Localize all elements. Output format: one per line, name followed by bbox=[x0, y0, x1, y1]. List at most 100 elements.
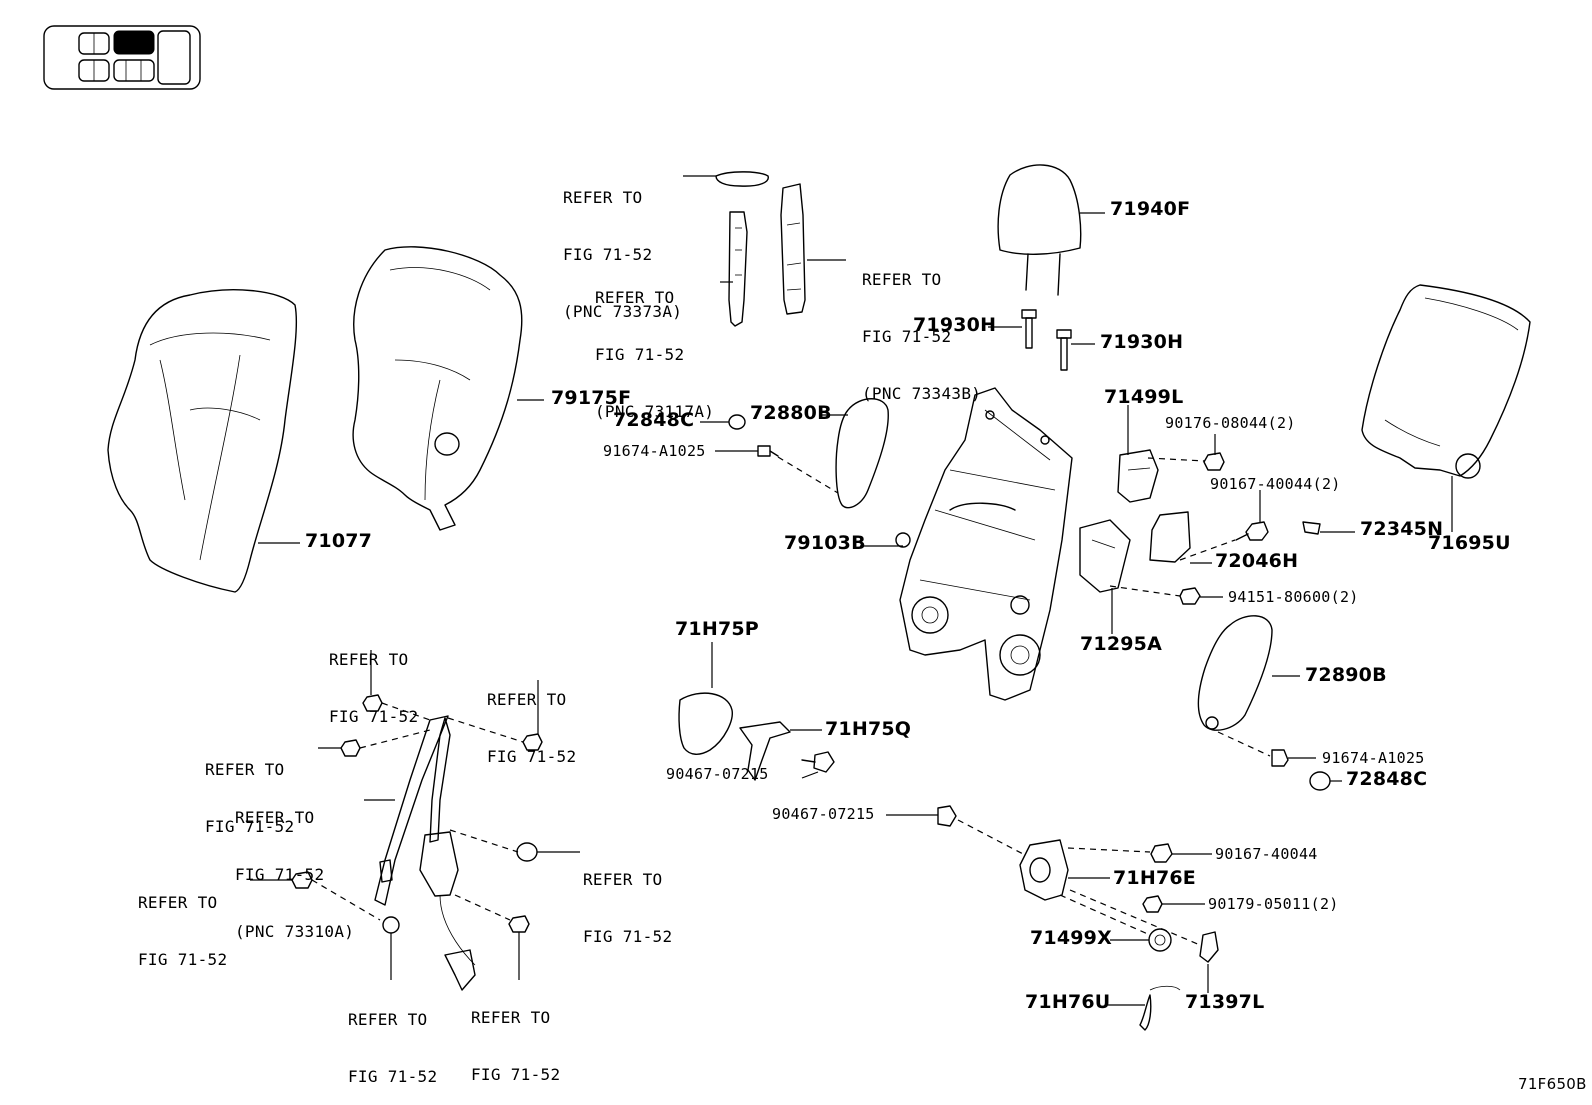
refer-to-label-73373A: REFER TO FIG 71-52 (PNC 73373A) bbox=[563, 150, 682, 340]
part-label-71499X[interactable]: 71499X bbox=[1030, 927, 1112, 949]
ref-line: FIG 71-52 bbox=[563, 245, 653, 264]
back-board-71695U[interactable] bbox=[1361, 284, 1531, 479]
part-label-71H76U[interactable]: 71H76U bbox=[1025, 991, 1111, 1013]
refer-to-label-belt-lower-left: REFER TO FIG 71-52 bbox=[138, 855, 227, 988]
ref-line: (PNC 73373A) bbox=[563, 302, 683, 321]
nut-90179-05011[interactable] bbox=[1142, 895, 1163, 913]
part-label-79103B[interactable]: 79103B bbox=[784, 532, 866, 554]
bolt-90167-40044-2[interactable] bbox=[1235, 521, 1269, 541]
part-label-90167-40044[interactable]: 90167-40044 bbox=[1215, 845, 1318, 863]
seat-belt-assembly-73310A[interactable] bbox=[374, 715, 476, 991]
clip-90467-07215-a[interactable] bbox=[801, 751, 835, 773]
bracket-73343B[interactable] bbox=[780, 183, 806, 315]
bracket-71397L[interactable] bbox=[1199, 931, 1219, 963]
clip-72345N[interactable] bbox=[1302, 521, 1321, 535]
cap-72848C-a[interactable] bbox=[728, 414, 746, 430]
nut-belt-4[interactable] bbox=[516, 842, 538, 862]
bracket-73117A[interactable] bbox=[728, 211, 748, 327]
part-label-71H75Q[interactable]: 71H75Q bbox=[825, 718, 912, 740]
part-label-90179-05011[interactable]: 90179-05011(2) bbox=[1208, 895, 1339, 913]
seatback-cover-71077[interactable] bbox=[107, 289, 298, 593]
ref-line: REFER TO bbox=[595, 288, 675, 307]
part-label-94151-80600[interactable]: 94151-80600(2) bbox=[1228, 588, 1359, 606]
part-label-72880B[interactable]: 72880B bbox=[750, 402, 832, 424]
ref-line: REFER TO bbox=[138, 893, 218, 912]
ref-line: FIG 71-52 bbox=[235, 865, 325, 884]
clip-90467-07215-b[interactable] bbox=[937, 805, 957, 827]
part-label-71H76E[interactable]: 71H76E bbox=[1113, 867, 1196, 889]
ref-line: (PNC 73343B) bbox=[862, 384, 982, 403]
ref-line: FIG 71-52 bbox=[862, 327, 952, 346]
part-label-71H75P[interactable]: 71H75P bbox=[675, 618, 759, 640]
cap-72848C-b[interactable] bbox=[1309, 771, 1331, 791]
part-label-71077[interactable]: 71077 bbox=[305, 530, 373, 552]
part-label-71940F[interactable]: 71940F bbox=[1110, 198, 1191, 220]
part-label-90467-07215-b[interactable]: 90467-07215 bbox=[772, 805, 875, 823]
nut-94151-80600[interactable] bbox=[1179, 587, 1201, 605]
refer-to-label-73117A: REFER TO FIG 71-52 (PNC 73117A) bbox=[595, 250, 714, 440]
part-label-72848C-a[interactable]: 72848C bbox=[613, 409, 695, 431]
ref-line: FIG 71-52 bbox=[329, 707, 419, 726]
ref-line: (PNC 73117A) bbox=[595, 402, 715, 421]
part-label-91674-A1025-a[interactable]: 91674-A1025 bbox=[603, 442, 706, 460]
ref-line: REFER TO bbox=[205, 760, 285, 779]
ref-line: REFER TO bbox=[329, 650, 409, 669]
refer-to-label-belt-top: REFER TO FIG 71-52 bbox=[329, 612, 418, 745]
ref-line: FIG 71-52 bbox=[487, 747, 577, 766]
ref-line: REFER TO bbox=[862, 270, 942, 289]
part-label-72890B[interactable]: 72890B bbox=[1305, 664, 1387, 686]
seat-position-locator-icon bbox=[43, 25, 201, 90]
refer-to-label-73310A: REFER TO FIG 71-52 (PNC 73310A) bbox=[235, 770, 354, 960]
cover-71H75P[interactable] bbox=[678, 692, 733, 755]
part-label-72848C-b[interactable]: 72848C bbox=[1346, 768, 1428, 790]
refer-to-label-73343B: REFER TO FIG 71-52 (PNC 73343B) bbox=[862, 232, 981, 422]
nut-90176-08044[interactable] bbox=[1203, 452, 1225, 471]
cable-71H76U[interactable] bbox=[1139, 985, 1181, 1031]
screw-91674-A1025-b[interactable] bbox=[1271, 749, 1289, 767]
part-label-71695U[interactable]: 71695U bbox=[1428, 532, 1511, 554]
nut-71499X[interactable] bbox=[1148, 928, 1172, 952]
part-label-71397L[interactable]: 71397L bbox=[1185, 991, 1265, 1013]
bolt-90167-40044[interactable] bbox=[1150, 843, 1173, 863]
ref-line: REFER TO bbox=[583, 870, 663, 889]
headrest-guide-71930H-b[interactable] bbox=[1056, 329, 1072, 371]
bracket-71H75Q[interactable] bbox=[739, 721, 791, 781]
refer-to-label-belt-bottom-2: REFER TO FIG 71-52 bbox=[471, 970, 560, 1103]
part-label-71930H-a[interactable]: 71930H bbox=[913, 314, 997, 336]
nut-belt-6[interactable] bbox=[382, 916, 400, 934]
ref-line: FIG 71-52 bbox=[348, 1067, 438, 1086]
part-label-71499L[interactable]: 71499L bbox=[1104, 386, 1184, 408]
figure-code: 71F650B bbox=[1518, 1075, 1587, 1093]
part-label-90467-07215-a[interactable]: 90467-07215 bbox=[666, 765, 769, 783]
bolt-belt-1[interactable] bbox=[362, 694, 383, 712]
bolt-belt-7[interactable] bbox=[508, 915, 530, 933]
ref-line: FIG 71-52 bbox=[471, 1065, 561, 1084]
ref-line: FIG 71-52 bbox=[138, 950, 228, 969]
part-label-90167-40044-2[interactable]: 90167-40044(2) bbox=[1210, 475, 1341, 493]
side-cover-72890B[interactable] bbox=[1197, 615, 1273, 731]
side-cover-72880B[interactable] bbox=[835, 398, 889, 509]
seatback-pad-79175F[interactable] bbox=[352, 246, 523, 531]
screw-91674-A1025-a[interactable] bbox=[757, 445, 779, 457]
part-label-71930H-b[interactable]: 71930H bbox=[1100, 331, 1184, 353]
refer-to-label-belt-right: REFER TO FIG 71-52 bbox=[487, 652, 576, 785]
module-71295A[interactable] bbox=[1079, 519, 1131, 593]
part-label-72046H[interactable]: 72046H bbox=[1215, 550, 1299, 572]
headrest-71940F[interactable] bbox=[997, 164, 1082, 296]
ref-line: FIG 71-52 bbox=[583, 927, 673, 946]
headrest-guide-71930H-a[interactable] bbox=[1021, 309, 1037, 349]
trim-cap-73373A[interactable] bbox=[715, 171, 769, 187]
part-label-79175F[interactable]: 79175F bbox=[551, 387, 632, 409]
part-label-72345N[interactable]: 72345N bbox=[1360, 518, 1444, 540]
part-label-71295A[interactable]: 71295A bbox=[1080, 633, 1163, 655]
bracket-72046H[interactable] bbox=[1149, 511, 1191, 563]
ref-line: FIG 71-52 bbox=[205, 817, 295, 836]
refer-to-label-belt-mid-right: REFER TO FIG 71-52 bbox=[583, 832, 672, 965]
part-label-91674-A1025-b[interactable]: 91674-A1025 bbox=[1322, 749, 1425, 767]
part-label-90176-08044[interactable]: 90176-08044(2) bbox=[1165, 414, 1296, 432]
cover-71H76E[interactable] bbox=[1019, 839, 1069, 901]
ref-line: REFER TO bbox=[235, 808, 315, 827]
seatback-frame-79103B[interactable] bbox=[895, 387, 1073, 701]
latch-71499L[interactable] bbox=[1117, 449, 1159, 503]
